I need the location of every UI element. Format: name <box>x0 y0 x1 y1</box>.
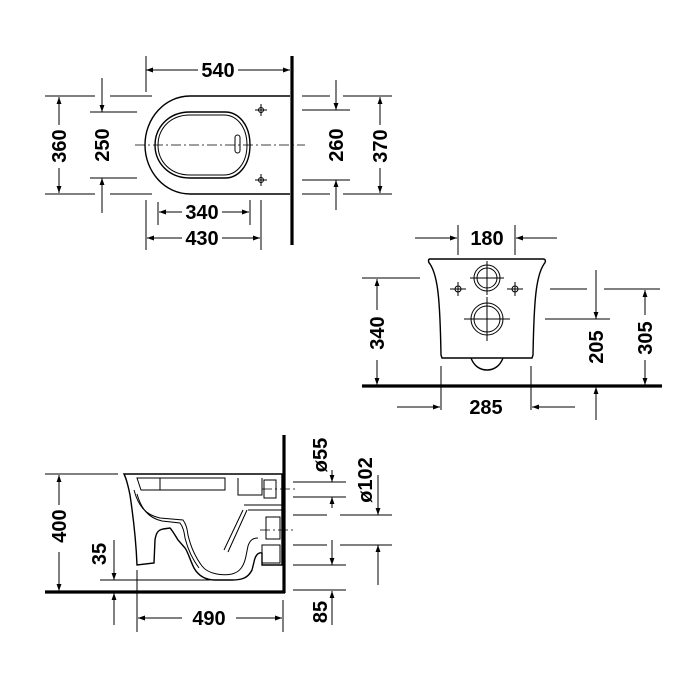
dim-o55: ø55 <box>310 438 332 472</box>
bowl-opening-inner <box>157 114 248 176</box>
dim-305: 305 <box>635 321 657 354</box>
dim-540: 540 <box>201 60 234 82</box>
fixing-hole-icon <box>507 282 523 296</box>
dim-340-top: 340 <box>185 202 218 224</box>
dim-85: 85 <box>310 601 332 623</box>
dim-490: 490 <box>192 608 225 630</box>
fixing-hole-icon <box>255 104 267 116</box>
dim-250: 250 <box>92 128 114 161</box>
outlet-connection-icon <box>464 297 510 341</box>
outlet-connector <box>265 516 281 540</box>
bowl-inner-line-2 <box>136 493 200 569</box>
fixing-hole-icon <box>450 282 466 296</box>
rear-view: 180 340 285 205 305 <box>362 225 662 420</box>
bowl-inner-line <box>133 489 259 576</box>
dim-180: 180 <box>470 228 503 250</box>
dim-35: 35 <box>89 543 111 565</box>
flush-slot <box>234 134 241 154</box>
dim-o102: ø102 <box>355 457 377 503</box>
dim-260: 260 <box>326 128 348 161</box>
top-view: 540 360 250 340 430 260 <box>45 56 392 250</box>
fixing-hole-icon <box>255 174 267 186</box>
dim-285: 285 <box>469 397 502 419</box>
dim-430: 430 <box>185 228 218 250</box>
trap-outline <box>470 357 504 371</box>
dim-340-rear: 340 <box>367 316 389 349</box>
rear-body-outline <box>427 258 547 359</box>
side-view: 400 35 490 ø55 ø102 85 <box>45 435 392 632</box>
side-body-outline <box>122 473 283 581</box>
dim-205: 205 <box>586 330 608 363</box>
dim-360: 360 <box>49 129 71 162</box>
seat-outline <box>136 477 226 491</box>
bowl-opening <box>154 111 251 179</box>
inlet-connection-icon <box>470 261 504 295</box>
trap-pipe <box>223 509 248 553</box>
dim-400: 400 <box>49 509 71 542</box>
dim-370: 370 <box>370 129 392 162</box>
